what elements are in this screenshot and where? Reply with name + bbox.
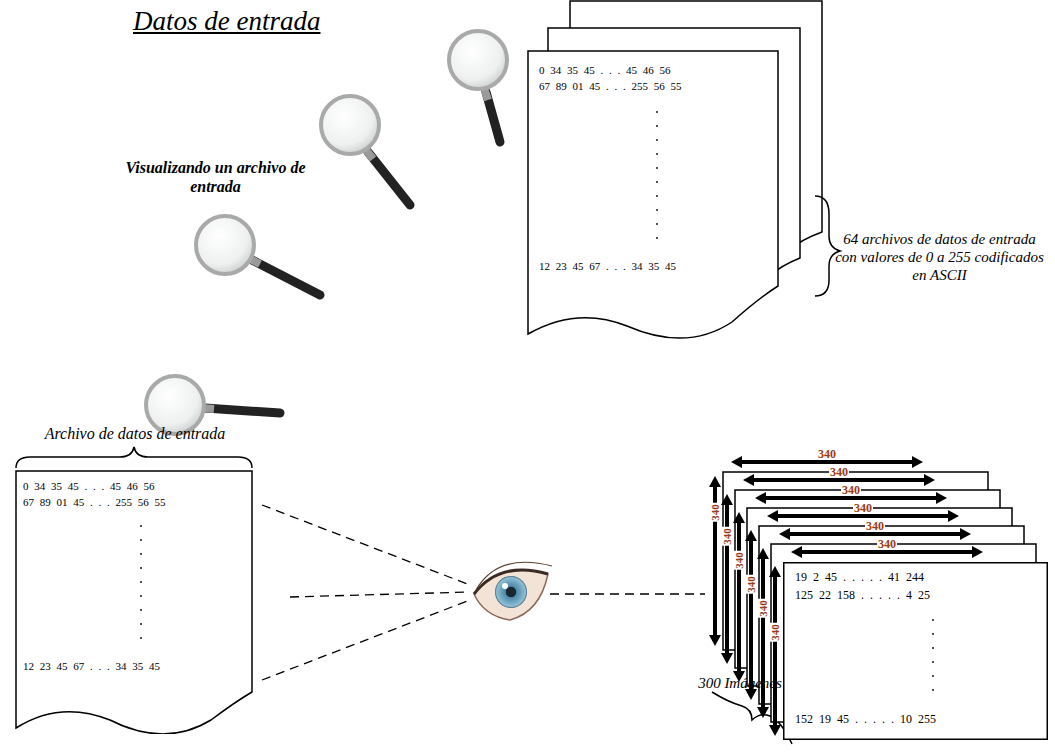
ellipsis-dot [656,139,658,141]
arrow-head [972,546,983,558]
data-row: 152 19 45 . . . . . 10 255 [795,712,936,727]
data-row: 12 23 45 67 . . . 34 35 45 [23,660,160,672]
ellipsis-dot [656,223,658,225]
ellipsis-dot [140,567,142,569]
dimension-line [790,532,960,536]
arrow-head [912,456,923,468]
dimension-label: 340 [770,623,781,642]
dimension-label: 340 [841,484,861,496]
arrow-head [745,530,757,541]
dimension-line [754,478,924,482]
magnifier [321,96,410,205]
ellipsis-dot [140,637,142,639]
ellipsis-dot [140,553,142,555]
sheet-outline [16,471,252,734]
ellipsis-dot [140,623,142,625]
ellipsis-dot [656,181,658,183]
dimension-label: 340 [734,551,745,570]
dimension-label: 340 [877,538,897,550]
dimension-label: 340 [865,520,885,532]
ellipsis-dot [140,609,142,611]
arrow-head [769,566,781,577]
caption-text: 64 archivos de datos de entrada con valo… [832,230,1047,284]
dimension-label: 340 [853,502,873,514]
arrow-head [721,494,733,505]
data-row: 0 34 35 45 . . . 45 46 56 [539,64,671,76]
sheet-outline [528,51,778,338]
ellipsis-dot [140,525,142,527]
arrow-head [769,725,781,736]
arrow-head [936,492,947,504]
arrow-head [731,456,742,468]
data-row: 12 23 45 67 . . . 34 35 45 [539,260,676,272]
arrow-head [721,653,733,664]
caption-text: Archivo de datos de entrada [10,424,260,443]
dimension-line [778,514,948,518]
dimension-line [737,523,741,671]
dimension-label: 340 [758,599,769,618]
ellipsis-dot [656,237,658,239]
arrow-head [779,528,790,540]
dimension-line [749,541,753,689]
ellipsis-dot [932,633,934,635]
arrow-head [709,635,721,646]
dimension-label: 340 [829,466,849,478]
dimension-label: 340 [710,503,721,522]
data-file: 0 34 35 45 . . . 45 46 56 67 89 01 45 . .… [15,470,253,734]
ellipsis-dot [932,647,934,649]
arrow-head [924,474,935,486]
sheet-outline [15,470,253,734]
arrow-head [743,474,754,486]
data-row: 67 89 01 45 . . . 255 56 55 [23,496,166,508]
sheet-outline [527,50,779,340]
ellipsis-dot [140,595,142,597]
sheet-outline [784,563,1048,740]
data-row: 67 89 01 45 . . . 255 56 55 [539,80,682,92]
dimension-label: 340 [817,448,837,460]
title: Datos de entrada [133,6,320,37]
brace [815,196,840,296]
arrow-head [733,512,745,523]
ellipsis-dot [932,661,934,663]
arrow-head [960,528,971,540]
brace [16,447,252,468]
arrow-head [767,510,778,522]
data-row: 0 34 35 45 . . . 45 46 56 [23,480,155,492]
dimension-line [802,550,972,554]
ellipsis-dot [932,619,934,621]
ellipsis-dot [656,195,658,197]
eye [474,562,552,620]
data-file: 0 34 35 45 . . . 45 46 56 67 89 01 45 . .… [527,50,779,340]
caption-text: Visualizando un archivo de entrada [118,158,313,196]
ellipsis-dot [656,209,658,211]
arrow-head [791,546,802,558]
dimension-line [766,496,936,500]
data-row: 125 22 158 . . . . . 4 25 [795,588,930,603]
arrow-head [757,548,769,559]
ellipsis-dot [656,153,658,155]
view-line [262,505,705,680]
caption-text: 300 Imágenes [690,674,790,692]
ellipsis-dot [140,539,142,541]
arrow-head [709,476,721,487]
magnifier [449,31,507,142]
dimension-label: 340 [746,575,757,594]
dimension-line [742,460,912,464]
dimension-label: 340 [722,527,733,546]
ellipsis-dot [656,125,658,127]
arrow-head [948,510,959,522]
dimension-line [773,577,777,725]
ellipsis-dot [656,111,658,113]
ellipsis-dot [656,167,658,169]
ellipsis-dot [932,675,934,677]
ellipsis-dot [932,689,934,691]
arrow-head [757,707,769,718]
ellipsis-dot [140,581,142,583]
image-sheet: 19 2 45 . . . . . 41 244 125 22 158 . . .… [783,562,1048,740]
arrow-head [755,492,766,504]
magnifier [196,216,320,295]
data-row: 19 2 45 . . . . . 41 244 [795,570,924,585]
